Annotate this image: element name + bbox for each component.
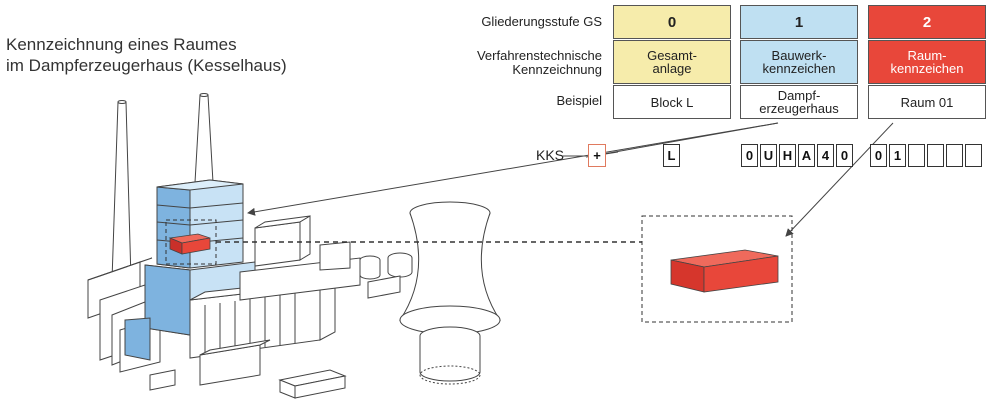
- kks-group2-box-1: 0: [870, 144, 887, 167]
- level-1-name-line1: Bauwerk-: [771, 48, 827, 63]
- level-1-name: Bauwerk- kennzeichen: [740, 40, 858, 84]
- kks-group2-box-5: [946, 144, 963, 167]
- level-2-name: Raum- kennzeichen: [868, 40, 986, 84]
- level-2-name-line2: kennzeichen: [890, 61, 964, 76]
- turbine-hall: [189, 215, 361, 359]
- kks-group0-box-1: L: [663, 144, 680, 167]
- kks-group1-box-5: 4: [817, 144, 834, 167]
- chimney-left: [111, 100, 132, 281]
- room-marker-small: [168, 233, 211, 255]
- level-0-name-line2: anlage: [652, 61, 692, 76]
- kks-group1-box-4: A: [798, 144, 815, 167]
- kks-prefix-box: +: [588, 144, 606, 167]
- level-1-name-line2: kennzeichen: [762, 61, 836, 76]
- storage-tanks: [359, 252, 413, 299]
- level-0-name: Gesamt- anlage: [613, 40, 731, 84]
- lower-buildings: [149, 339, 347, 399]
- level-0-example: Block L: [613, 85, 731, 119]
- level-1-example-line2: erzeugerhaus: [759, 101, 839, 116]
- kks-group1-box-6: 0: [836, 144, 853, 167]
- kks-group1-box-3: H: [779, 144, 796, 167]
- diagram-title-line1: Kennzeichnung eines Raumes: [6, 35, 237, 54]
- label-designation-line1: Verfahrenstechnische: [476, 48, 602, 63]
- level-0-number: 0: [613, 5, 731, 39]
- kks-group2-box-3: [908, 144, 925, 167]
- label-designation-line2: Kennzeichnung: [512, 62, 602, 77]
- cooling-tower: [399, 201, 501, 385]
- diagram-title: Kennzeichnung eines Raumes im Dampferzeu…: [6, 34, 287, 76]
- level-2-name-line1: Raum-: [907, 48, 947, 63]
- label-designation: Verfahrenstechnische Kennzeichnung: [402, 49, 602, 77]
- kks-group1-box-2: U: [760, 144, 777, 167]
- kks-group1-box-1: 0: [741, 144, 758, 167]
- level-0-name-line1: Gesamt-: [647, 48, 697, 63]
- arrow-level1-to-building: [247, 122, 779, 216]
- level-1-number: 1: [740, 5, 858, 39]
- room-marker-large: [670, 249, 779, 293]
- label-example: Beispiel: [556, 93, 602, 108]
- level-2-number: 2: [868, 5, 986, 39]
- level-1-example-line1: Dampf-: [777, 88, 821, 103]
- diagram-title-line2: im Dampferzeugerhaus (Kesselhaus): [6, 56, 287, 75]
- level-1-example: Dampf- erzeugerhaus: [740, 85, 858, 119]
- level-2-example: Raum 01: [868, 85, 986, 119]
- kks-group2-box-6: [965, 144, 982, 167]
- arrow-level2-to-room: [785, 122, 894, 237]
- kks-group2-box-4: [927, 144, 944, 167]
- label-level: Gliederungsstufe GS: [481, 14, 602, 29]
- kks-group2-box-2: 1: [889, 144, 906, 167]
- kks-label: KKS: [536, 147, 565, 163]
